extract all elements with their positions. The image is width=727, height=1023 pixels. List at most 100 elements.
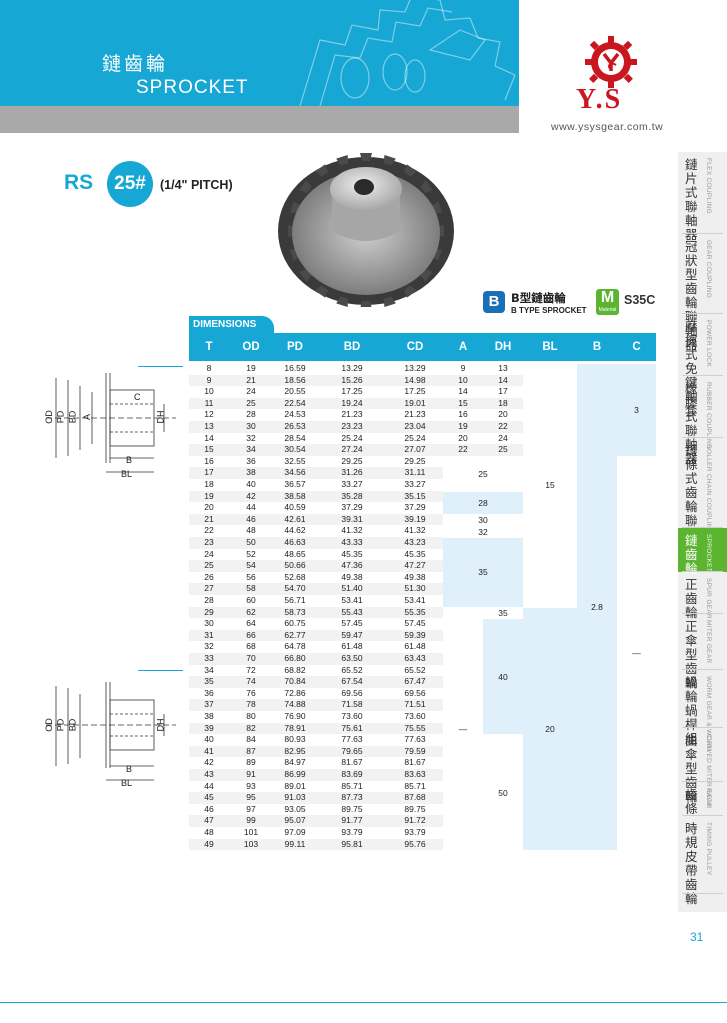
merged-a-32: 32 (443, 525, 523, 537)
cell-pd: 56.71 (284, 595, 306, 605)
diag-a-od-label: OD (43, 410, 54, 424)
cell-od: 56 (246, 571, 256, 582)
merged-c-dash: — (617, 455, 656, 851)
cell-cd: 31.11 (404, 467, 426, 478)
cell-od: 89 (246, 757, 256, 768)
cell-od: 99 (246, 815, 256, 826)
merged-a-30: 30 (443, 513, 523, 526)
cell-cd: 79.59 (404, 745, 426, 756)
cell-a: 22 (458, 444, 468, 455)
col-header-cd: CD (406, 341, 424, 353)
sidebar-item-label-en: SPUR GEAR (705, 578, 712, 619)
sidebar-divider (682, 815, 723, 816)
cell-pd: 28.54 (284, 432, 306, 443)
cell-cd: 77.63 (404, 734, 426, 745)
cell-pd: 84.97 (284, 757, 306, 768)
cell-dh: 18 (498, 397, 508, 408)
cell-pd: 76.90 (284, 711, 306, 721)
cell-cd: 57.45 (404, 618, 426, 629)
sidebar-item-roller-chain-coupling[interactable]: 鏈條式齒輪聯軸器ROLLER CHAIN COUPLING (678, 438, 727, 556)
cell-od: 82 (246, 722, 256, 733)
cell-t: 15 (204, 444, 214, 455)
cell-bd: 65.52 (341, 664, 363, 675)
cell-t: 11 (204, 397, 214, 408)
cell-t: 18 (204, 479, 214, 489)
cell-t: 31 (204, 629, 214, 640)
diag-a-pd-label: PD (55, 410, 66, 424)
cell-t: 26 (204, 571, 214, 582)
cell-pd: 52.68 (284, 571, 306, 582)
cell-cd: 29.25 (404, 455, 426, 466)
cell-od: 28 (246, 409, 256, 420)
cell-cd: 33.27 (404, 479, 426, 489)
col-header-dh: DH (494, 341, 512, 353)
col-header-t: T (205, 341, 213, 353)
cell-cd: 23.04 (404, 421, 426, 431)
cell-dh: 17 (498, 386, 508, 397)
cell-pd: 22.54 (284, 397, 306, 408)
cell-bd: 75.61 (341, 722, 363, 733)
sidebar-item-label-en: MITER GEAR (705, 620, 712, 664)
col-header-bl: BL (542, 341, 558, 353)
cell-bd: 79.65 (341, 745, 363, 756)
cell-pd: 72.86 (284, 687, 306, 698)
diagram-a-pointer (138, 366, 183, 367)
cell-bd: 27.24 (341, 444, 363, 455)
cell-pd: 16.59 (284, 363, 306, 373)
cell-pd: 42.61 (284, 513, 306, 524)
col-header-od: OD (242, 341, 260, 353)
cell-dh: 20 (498, 409, 508, 420)
sidebar-divider (682, 669, 723, 670)
cell-od: 91 (246, 769, 256, 779)
cell-cd: 27.07 (404, 444, 426, 455)
cell-od: 74 (246, 676, 256, 687)
cell-od: 76 (246, 687, 256, 698)
diag-b-pd-label: PD (55, 718, 66, 732)
cell-od: 97 (246, 803, 256, 814)
cell-pd: 44.62 (284, 525, 306, 536)
merged-dh-35: 35 (483, 606, 523, 619)
sidebar-item-label-en: WORM GEAR & WORM (705, 676, 712, 752)
sidebar-divider (682, 893, 723, 894)
cell-pd: 62.77 (284, 629, 306, 640)
cell-od: 72 (246, 664, 256, 675)
cell-pd: 93.05 (284, 803, 306, 814)
cell-od: 19 (246, 363, 256, 373)
sidebar-divider (682, 313, 723, 314)
cell-bd: 31.26 (341, 467, 363, 478)
cell-t: 23 (204, 537, 214, 547)
cell-t: 38 (204, 711, 214, 721)
cell-pd: 34.56 (284, 467, 306, 478)
cell-t: 46 (204, 803, 214, 814)
cell-t: 48 (204, 827, 214, 837)
diagram-b-pointer (138, 670, 183, 671)
cell-od: 34 (246, 444, 256, 455)
cell-pd: 26.53 (284, 421, 306, 431)
cell-pd: 80.93 (284, 734, 306, 745)
cell-bd: 47.36 (341, 560, 363, 571)
cell-cd: 61.48 (404, 641, 426, 652)
cell-cd: 17.25 (404, 386, 426, 397)
cell-od: 52 (246, 548, 256, 559)
diag-b-bl-label: BL (121, 778, 133, 788)
cell-pd: 20.55 (284, 386, 306, 397)
cell-cd: 35.15 (404, 490, 426, 501)
cell-cd: 81.67 (404, 757, 426, 768)
cell-a: 20 (458, 432, 468, 443)
